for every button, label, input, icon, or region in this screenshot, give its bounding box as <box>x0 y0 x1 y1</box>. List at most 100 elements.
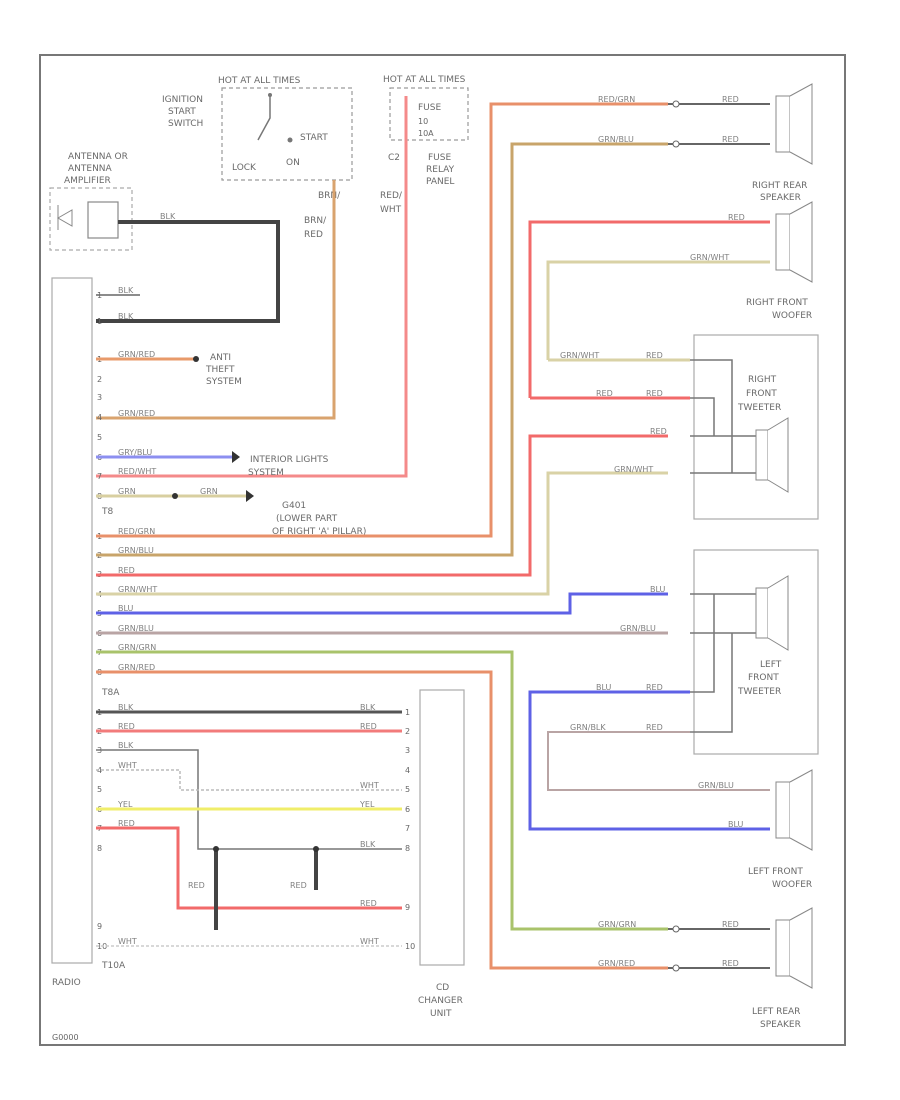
ground-label-3: OF RIGHT 'A' PILLAR) <box>272 527 366 537</box>
svg-text:6: 6 <box>405 805 410 814</box>
antenna-module <box>87 201 119 239</box>
fuse-box <box>389 87 469 141</box>
antenna-label-1: ANTENNA OR <box>68 152 128 162</box>
svg-text:GRN/GRN: GRN/GRN <box>118 643 156 652</box>
t8-label: T8 <box>101 507 113 517</box>
svg-text:YEL: YEL <box>117 800 133 809</box>
svg-text:4: 4 <box>97 413 102 422</box>
cd-changer-body <box>419 689 465 966</box>
svg-text:GRN/GRN: GRN/GRN <box>598 920 636 929</box>
svg-text:3: 3 <box>405 746 410 755</box>
ignition-switch: HOT AT ALL TIMES IGNITION START SWITCH S… <box>162 76 353 240</box>
fuse-panel-label-1: FUSE <box>428 153 451 163</box>
left-rear-speaker-icon <box>775 919 791 977</box>
svg-text:RED: RED <box>722 920 739 929</box>
antenna-amplifier: ANTENNA OR ANTENNA AMPLIFIER <box>49 152 133 251</box>
svg-text:RED/GRN: RED/GRN <box>118 527 155 536</box>
anti-theft-label-1: ANTI <box>210 353 231 363</box>
svg-text:5: 5 <box>97 785 102 794</box>
radio-upper-wires: BLK BLK GRN/RED ANTI THEFT SYSTEM GRN/RE… <box>96 286 366 537</box>
svg-text:RED/GRN: RED/GRN <box>598 95 635 104</box>
t8a-label: T8A <box>101 688 120 698</box>
svg-text:9: 9 <box>405 903 410 912</box>
svg-text:WOOFER: WOOFER <box>772 880 812 890</box>
svg-text:BLK: BLK <box>118 286 134 295</box>
svg-text:GRN/RED: GRN/RED <box>118 663 155 672</box>
svg-text:FRONT: FRONT <box>746 389 777 399</box>
antenna-label-3: AMPLIFIER <box>64 176 111 186</box>
svg-text:8: 8 <box>405 844 410 853</box>
svg-text:9: 9 <box>97 922 102 931</box>
antenna-wire <box>96 220 280 323</box>
speaker-output-wires: RED/GRN GRN/BLU RED GRN/WHT BLU GRN/BLU … <box>96 102 668 970</box>
interior-lights-label-2: SYSTEM <box>248 468 284 478</box>
svg-text:2: 2 <box>405 727 410 736</box>
ignition-on-label: ON <box>286 158 300 168</box>
anti-theft-label-2: THEFT <box>205 365 235 375</box>
fuse-label: FUSE <box>418 103 441 113</box>
svg-text:7: 7 <box>97 472 102 481</box>
svg-text:RIGHT REAR: RIGHT REAR <box>752 181 807 191</box>
left-tweeter-icon <box>755 587 769 639</box>
radio-body <box>51 277 93 964</box>
right-front-woofer-icon <box>775 213 791 271</box>
svg-text:10: 10 <box>418 117 428 126</box>
svg-text:BLK: BLK <box>118 741 134 750</box>
svg-text:C2: C2 <box>388 153 400 163</box>
svg-text:GRN/WHT: GRN/WHT <box>560 351 599 360</box>
diagram-frame <box>39 54 846 1046</box>
svg-text:RED: RED <box>360 899 377 908</box>
svg-text:RED: RED <box>360 722 377 731</box>
antenna-icon <box>56 205 73 230</box>
svg-text:RED: RED <box>596 389 613 398</box>
cd-changer-unit: 1 2 3 4 5 6 7 8 9 10 CD CHANGER UNIT <box>405 689 465 1019</box>
svg-text:3: 3 <box>97 393 102 402</box>
radio-label: RADIO <box>52 978 81 988</box>
svg-text:SPEAKER: SPEAKER <box>760 193 801 203</box>
ignition-label-2: START <box>168 107 196 117</box>
right-front-woofer: RED GRN/WHT RIGHT FRONT WOOFER <box>528 201 813 398</box>
ground-label-1: G401 <box>282 501 306 511</box>
svg-text:RED: RED <box>728 213 745 222</box>
svg-text:7: 7 <box>405 824 410 833</box>
svg-text:RED: RED <box>188 881 205 890</box>
svg-text:BLU: BLU <box>728 820 744 829</box>
left-front-woofer-icon <box>775 781 791 839</box>
svg-text:WHT: WHT <box>118 937 137 946</box>
cd-label-2: CHANGER <box>418 996 463 1006</box>
svg-text:BLU: BLU <box>650 585 666 594</box>
antenna-label-2: ANTENNA <box>68 164 113 174</box>
ignition-hot-label: HOT AT ALL TIMES <box>218 76 301 86</box>
ignition-start-label: START <box>300 133 328 143</box>
left-front-tweeter: BLU GRN/BLU BLU RED GRN/BLK RED LEFT FRO… <box>570 549 819 755</box>
ignition-contact <box>257 95 271 141</box>
svg-text:4: 4 <box>97 766 102 775</box>
anti-theft-label-3: SYSTEM <box>206 377 242 387</box>
svg-text:GRY/BLU: GRY/BLU <box>118 448 152 457</box>
brn-red-label-2: BRN/ <box>304 216 327 226</box>
svg-text:BLK: BLK <box>360 840 376 849</box>
svg-text:RED: RED <box>646 683 663 692</box>
svg-text:GRN: GRN <box>118 487 136 496</box>
fuse-hot-label: HOT AT ALL TIMES <box>383 75 466 85</box>
svg-text:GRN: GRN <box>200 487 218 496</box>
svg-text:1: 1 <box>97 317 102 326</box>
svg-text:5: 5 <box>405 785 410 794</box>
svg-text:LEFT: LEFT <box>760 660 782 670</box>
svg-text:GRN/BLK: GRN/BLK <box>570 723 606 732</box>
fuse-relay-panel: HOT AT ALL TIMES FUSE 10 10A C2 FUSE REL… <box>380 75 469 215</box>
svg-text:RED: RED <box>650 427 667 436</box>
brn-red-wire <box>96 180 336 420</box>
red-wht-label-2: WHT <box>380 205 402 215</box>
cd-label-3: UNIT <box>430 1009 452 1019</box>
svg-text:WHT: WHT <box>360 781 379 790</box>
svg-text:2: 2 <box>97 375 102 384</box>
fuse-panel-label-2: RELAY <box>426 165 455 175</box>
ignition-switch-box <box>221 87 353 181</box>
svg-text:4: 4 <box>405 766 410 775</box>
svg-text:TWEETER: TWEETER <box>737 687 781 697</box>
svg-text:TWEETER: TWEETER <box>737 403 781 413</box>
svg-text:RED: RED <box>646 723 663 732</box>
svg-text:GRN/RED: GRN/RED <box>118 409 155 418</box>
cd-label-1: CD <box>436 983 449 993</box>
